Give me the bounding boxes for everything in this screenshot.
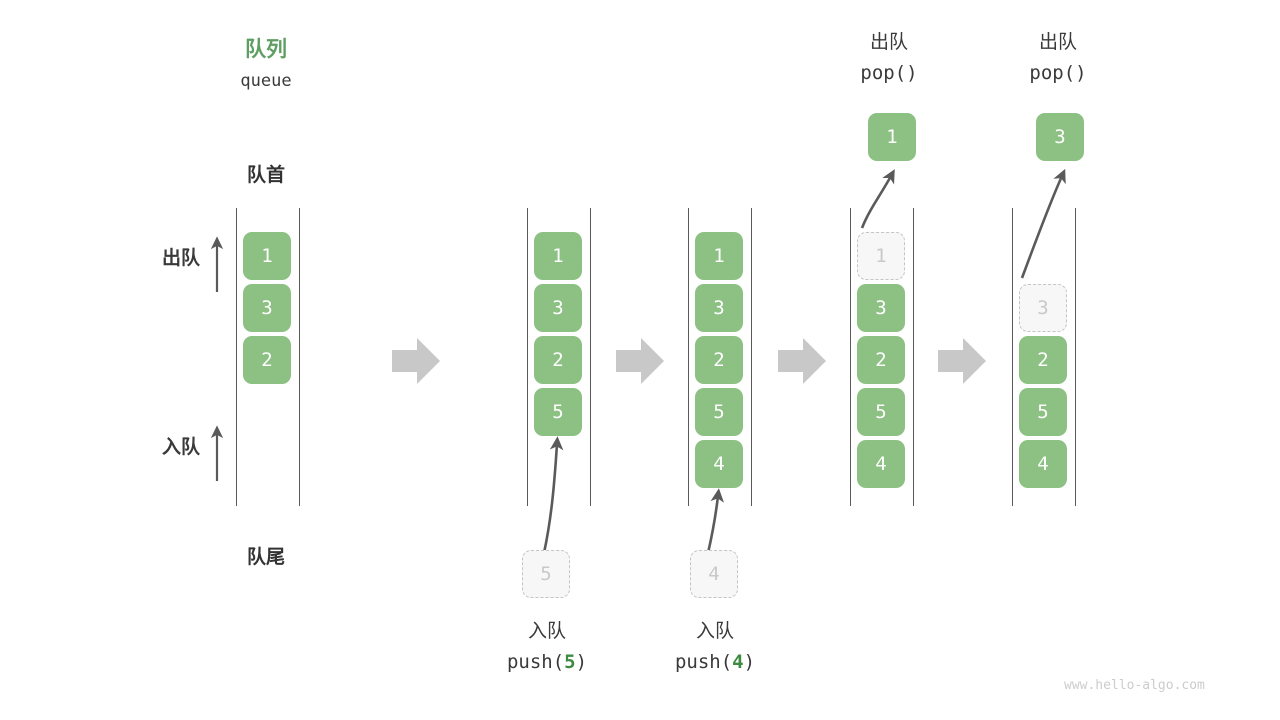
queue-cell: 2 <box>695 336 743 384</box>
push-4-motion-arrow <box>706 488 725 554</box>
caption-code: push(5) <box>447 653 647 672</box>
code-prefix: push( <box>506 651 565 673</box>
incoming-ghost-cell: 4 <box>690 550 738 598</box>
push-5-motion-arrow <box>542 436 564 554</box>
queue-cell: 4 <box>1019 440 1067 488</box>
step-arrow-3 <box>778 338 826 384</box>
pop-1-motion-arrow <box>860 169 895 229</box>
step-caption-pop-3: 出队 pop() <box>958 33 1158 83</box>
queue-cell: 3 <box>857 284 905 332</box>
rail-right <box>751 208 752 506</box>
queue-cell: 3 <box>534 284 582 332</box>
watermark: www.hello-algo.com <box>1064 678 1205 693</box>
diagram-title-en: queue <box>240 71 292 91</box>
caption-cn: 入队 <box>527 621 566 642</box>
diagram-title-cn: 队列 <box>245 38 287 61</box>
rail-left <box>1012 208 1013 506</box>
step-caption-pop-1: 出队 pop() <box>789 33 989 83</box>
rail-right <box>590 208 591 506</box>
queue-cell: 5 <box>857 388 905 436</box>
popped-cell: 3 <box>1036 113 1084 161</box>
caption-code: pop() <box>1029 62 1087 84</box>
queue-cell: 2 <box>1019 336 1067 384</box>
step-arrow-1 <box>392 338 440 384</box>
queue-tail-label: 队尾 <box>246 547 285 568</box>
rail-left <box>850 208 851 506</box>
queue-cell: 4 <box>695 440 743 488</box>
step-caption-push-5: 入队 push(5) <box>447 622 647 672</box>
queue-cell-ghost: 3 <box>1019 284 1067 332</box>
incoming-ghost-cell: 5 <box>522 550 570 598</box>
queue-cell: 1 <box>243 232 291 280</box>
enqueue-direction-label: 入队 <box>161 437 200 458</box>
code-arg: 4 <box>732 651 744 673</box>
rail-right <box>913 208 914 506</box>
caption-code: push(4) <box>615 653 815 672</box>
popped-cell: 1 <box>868 113 916 161</box>
queue-cell: 3 <box>695 284 743 332</box>
queue-cell: 2 <box>243 336 291 384</box>
step-caption-push-4: 入队 push(4) <box>615 622 815 672</box>
queue-cell: 5 <box>1019 388 1067 436</box>
rail-left <box>688 208 689 506</box>
queue-cell: 3 <box>243 284 291 332</box>
queue-cell-ghost: 1 <box>857 232 905 280</box>
rail-right <box>299 208 300 506</box>
queue-cell: 2 <box>857 336 905 384</box>
step-arrow-4 <box>938 338 986 384</box>
code-prefix: push( <box>674 651 733 673</box>
queue-cell: 5 <box>695 388 743 436</box>
code-arg: 5 <box>564 651 576 673</box>
step-arrow-2 <box>616 338 664 384</box>
dequeue-direction-label: 出队 <box>161 248 200 269</box>
code-suffix: ) <box>575 651 588 673</box>
code-suffix: ) <box>743 651 756 673</box>
queue-cell: 4 <box>857 440 905 488</box>
caption-cn: 出队 <box>1038 32 1077 53</box>
rail-right <box>1075 208 1076 506</box>
caption-cn: 出队 <box>869 32 908 53</box>
queue-cell: 2 <box>534 336 582 384</box>
queue-cell: 1 <box>695 232 743 280</box>
rail-left <box>527 208 528 506</box>
queue-cell: 1 <box>534 232 582 280</box>
queue-cell: 5 <box>534 388 582 436</box>
rail-left <box>236 208 237 506</box>
caption-code: pop() <box>860 62 918 84</box>
pop-3-motion-arrow <box>1020 168 1066 279</box>
queue-head-label: 队首 <box>246 165 285 186</box>
caption-cn: 入队 <box>695 621 734 642</box>
